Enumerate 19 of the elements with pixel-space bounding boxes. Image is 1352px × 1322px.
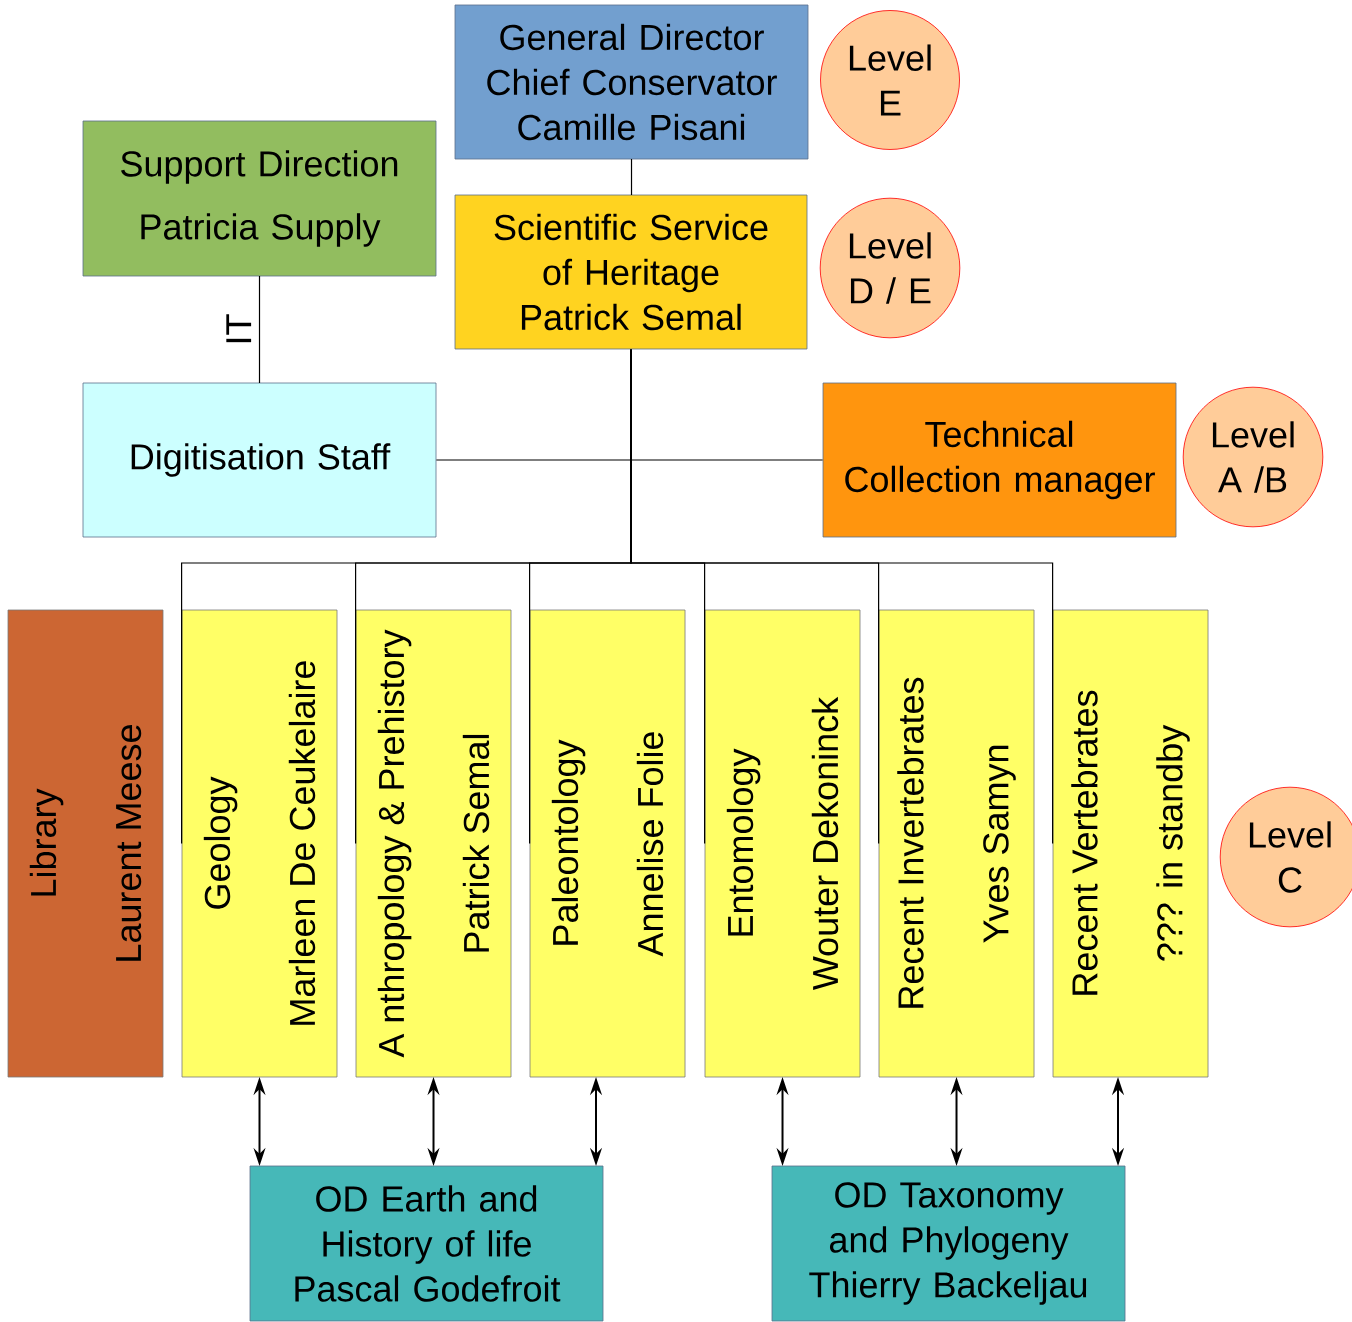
department-box: Library Laurent Meese: [7, 609, 164, 1078]
org-box: Scientific Service of Heritage Patrick Semal: [454, 194, 808, 350]
edge-label: IT: [226, 314, 252, 343]
connector-line: [630, 348, 1054, 845]
org-box: Technical Collection manager: [822, 382, 1177, 538]
connector-line: [630, 158, 633, 196]
department-box: Geology Marleen De Ceukelaire: [181, 609, 338, 1078]
connector-line: [435, 459, 824, 461]
org-box: Support Direction Patricia Supply: [82, 120, 437, 277]
org-box: Digitisation Staff: [82, 382, 437, 538]
department-box: A nthropology & Prehistory Patrick Semal: [355, 609, 512, 1078]
department-box: Recent Vertebrates ??? in standby: [1052, 609, 1209, 1078]
org-box: OD Taxonomy and Phylogeny Thierry Backeljau: [771, 1165, 1126, 1322]
department-box: Recent Invertebrates Yves Samyn: [878, 609, 1035, 1078]
org-box: General Director Chief Conservator Camille Pisani: [454, 4, 809, 160]
org-box: OD Earth and History of life Pascal Godefroit: [249, 1165, 604, 1322]
department-box: Paleontology Annelise Folie: [529, 609, 686, 1078]
connector-line: [258, 275, 261, 384]
department-box: Entomology Wouter Dekoninck: [704, 609, 861, 1078]
